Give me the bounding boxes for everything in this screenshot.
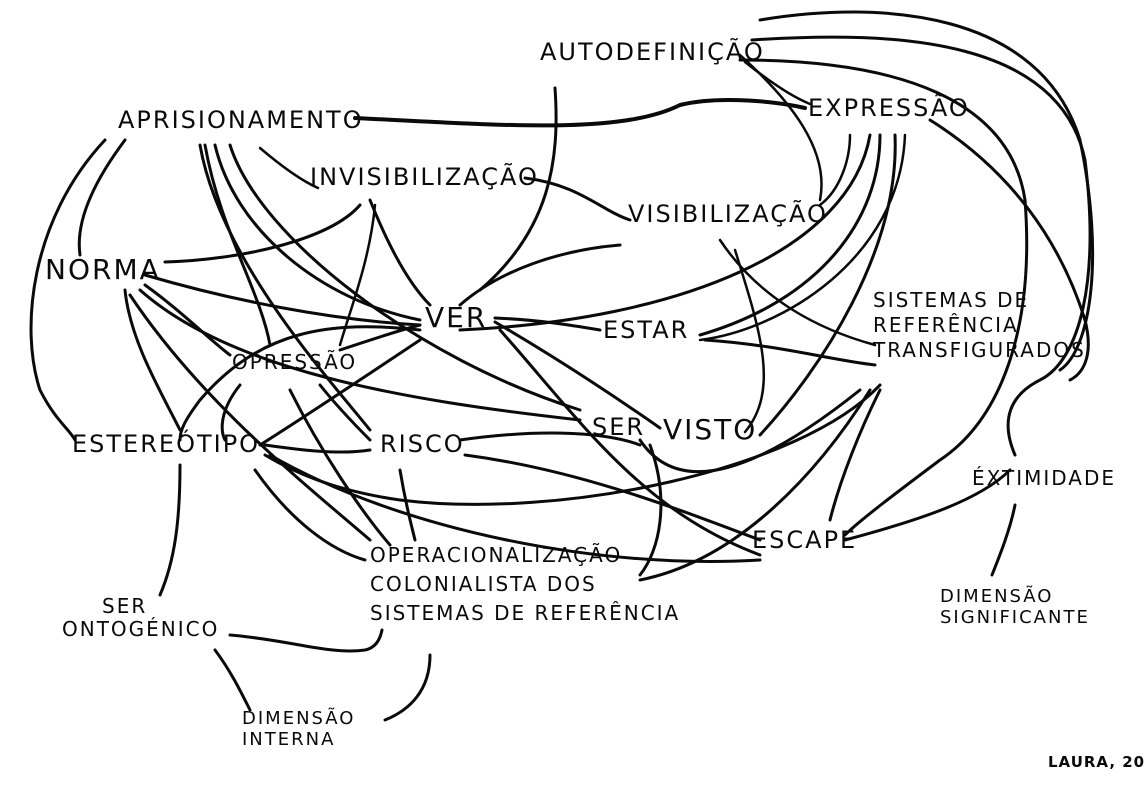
node-autodefinicao: AUTODEFINIÇÃO	[540, 38, 765, 66]
link-visto-operacionalizacao	[638, 443, 663, 577]
dimensao-significante-line-2: SIGNIFICANTE	[940, 606, 1090, 628]
node-ser: SER	[592, 413, 646, 441]
operacionalizacao-line-2: COLONIALISTA DOS	[370, 572, 597, 596]
link-invisibilizacao-visibilizacao	[523, 176, 632, 222]
link-norma-ser	[138, 288, 582, 422]
link-risco-escape	[463, 453, 762, 542]
link-operacionalizacao-dimensao-interna	[383, 653, 432, 722]
link-invisibilizacao-ver	[368, 198, 432, 307]
link-aprisionamento-risco	[198, 143, 372, 432]
node-estereotipo: ESTEREÓTIPO	[72, 430, 261, 458]
operacionalizacao-line-1: OPERACIONALIZAÇÃO	[370, 543, 623, 567]
ser-ontogenico-line-1: SER	[102, 594, 148, 618]
dimensao-interna-line-1: DIMENSÃO	[242, 708, 356, 729]
link-expressao-visto	[758, 133, 897, 437]
sistemas-line-1: SISTEMAS DE	[873, 288, 1030, 312]
node-expressao: EXPRESSÃO	[808, 94, 970, 122]
node-aprisionamento: APRISIONAMENTO	[118, 106, 364, 134]
link-sistemas-escape	[828, 388, 882, 522]
link-risco-visto	[458, 431, 642, 447]
node-dimensao-interna: DIMENSÃO INTERNA	[242, 708, 356, 750]
link-sistemas-ser	[638, 388, 862, 474]
link-sistemas-operacionalizacao	[638, 388, 872, 582]
node-visto: VISTO	[663, 413, 758, 446]
link-risco-operacionalizacao	[398, 468, 417, 542]
link-estereotipo-operacionalizacao	[253, 468, 367, 562]
link-opressao-estereotipo	[220, 383, 242, 442]
node-dimensao-significante: DIMENSÃO SIGNIFICANTE	[940, 586, 1090, 628]
link-expressao-estar	[698, 133, 882, 337]
node-extimidade: ÉXTIMIDADE	[972, 466, 1117, 490]
link-ver-opressao-arc	[178, 325, 422, 442]
artist-signature: LAURA, 20	[1048, 753, 1145, 771]
link-ver-visto	[493, 320, 662, 430]
node-ser-ontogenico: SER ONTOGÉNICO	[62, 596, 219, 640]
link-estar-sistemas	[703, 338, 877, 367]
node-norma: NORMA	[45, 253, 161, 286]
link-ver-escape	[498, 328, 762, 557]
link-ser-ontogenico-dimensao-interna	[213, 648, 252, 712]
node-opressao: OPRESSÃO	[232, 350, 358, 374]
link-opressao-risco	[318, 383, 372, 442]
node-visibilizacao: VISIBILIZAÇÃO	[628, 200, 828, 228]
link-expressao-ser	[698, 133, 907, 342]
link-autodefinicao-extimidade	[750, 35, 1092, 457]
operacionalizacao-line-3: SISTEMAS DE REFERÊNCIA	[370, 601, 681, 625]
link-expressao-visibilizacao	[818, 133, 852, 207]
link-estereotipo-ser-ontogenico	[158, 463, 182, 597]
node-escape: ESCAPE	[752, 526, 858, 554]
link-visibilizacao-ver	[458, 243, 622, 307]
link-autodefinicao-expressao	[743, 60, 812, 106]
link-visibilizacao-visto	[733, 248, 766, 434]
link-expressao-sistemas	[928, 118, 1090, 382]
node-invisibilizacao: INVISIBILIZAÇÃO	[310, 163, 539, 191]
link-norma-opressao	[143, 283, 232, 357]
dimensao-significante-line-1: DIMENSÃO	[940, 586, 1054, 607]
link-ver-estar	[493, 316, 602, 332]
link-invisibilizacao-norma	[163, 203, 362, 264]
node-operacionalizacao: OPERACIONALIZAÇÃO COLONIALISTA DOS SISTE…	[370, 545, 680, 624]
link-aprisionamento-ver	[213, 143, 422, 322]
link-invisibilizacao-opressao	[338, 203, 377, 347]
link-aprisionamento-opressao	[203, 143, 272, 347]
sistemas-line-2: REFERÊNCIA	[873, 313, 1019, 337]
ser-ontogenico-line-2: ONTOGÉNICO	[62, 617, 220, 641]
link-visibilizacao-sistemas	[718, 238, 877, 347]
link-autodefinicao-ver	[478, 86, 558, 292]
link-norma-estereotipo	[123, 288, 182, 432]
link-aprisionamento-estereotipo	[29, 138, 107, 442]
link-estereotipo-risco	[263, 443, 372, 454]
link-autodefinicao-visibilizacao	[738, 53, 823, 202]
link-aprisionamento-ser	[228, 143, 582, 412]
link-opressao-operacionalizacao	[288, 388, 392, 547]
link-opressao-ver	[338, 323, 422, 352]
sistemas-line-3: TRANSFIGURADOS	[873, 338, 1086, 362]
link-ser-ontogenico-operacionalizacao	[228, 628, 384, 653]
link-expressao-escape-loop	[738, 58, 1029, 537]
dimensao-interna-line-2: INTERNA	[242, 728, 336, 750]
node-ver: VER	[425, 301, 488, 334]
node-sistemas-transfigurados: SISTEMAS DE REFERÊNCIA TRANSFIGURADOS	[873, 290, 1086, 361]
link-estereotipo-escape	[268, 453, 762, 563]
link-aprisionamento-expressao	[353, 98, 807, 128]
link-escape-extimidade	[843, 468, 1012, 542]
node-risco: RISCO	[380, 430, 465, 458]
link-norma-ver	[143, 273, 422, 327]
node-estar: ESTAR	[603, 316, 690, 344]
link-aprisionamento-norma	[77, 138, 127, 257]
link-aprisionamento-invisibilizacao	[258, 146, 320, 190]
link-norma-operacionalizacao	[128, 293, 372, 542]
link-extimidade-dimensao-significante	[990, 503, 1017, 577]
